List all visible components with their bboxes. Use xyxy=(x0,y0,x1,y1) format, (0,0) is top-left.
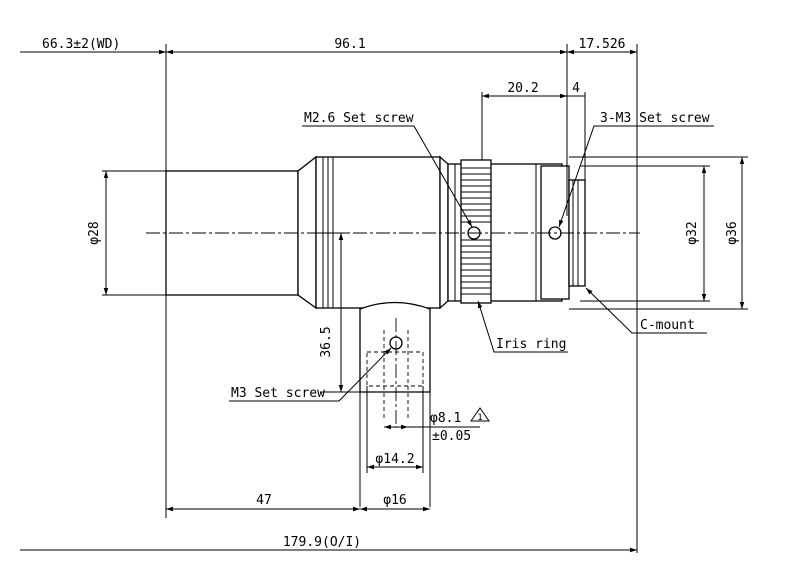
dim-4-label: 4 xyxy=(572,81,580,96)
length-96-1-label: 96.1 xyxy=(334,37,365,52)
rear-collar xyxy=(540,165,570,300)
dia-36-label: φ36 xyxy=(725,221,740,244)
dim-20-2-label: 20.2 xyxy=(507,81,538,96)
lens-body xyxy=(165,155,586,310)
total-length-label: 179.9(O/I) xyxy=(283,535,361,550)
m3-set-screw-label: M3 Set screw xyxy=(231,386,325,401)
post-hidden-bore xyxy=(366,351,424,387)
dimension-labels: 66.3±2(WD) 96.1 17.526 20.2 4 φ28 φ32 φ3… xyxy=(42,37,740,550)
dia-32-label: φ32 xyxy=(685,221,700,244)
tolerance-8-1-label: ±0.05 xyxy=(432,429,471,444)
dia-8-1-label: φ8.1 xyxy=(430,411,461,426)
center-lines xyxy=(146,232,640,428)
m26-set-screw-label: M2.6 Set screw xyxy=(304,111,414,126)
extension-lines xyxy=(102,44,748,553)
iris-ring-knurl xyxy=(461,167,491,295)
revision-triangle-icon: 1 xyxy=(470,407,490,423)
iris-ring-label: Iris ring xyxy=(496,337,566,352)
mounting-post xyxy=(359,301,431,507)
barrel-shoulder xyxy=(439,155,449,310)
height-36-5-label: 36.5 xyxy=(319,326,334,357)
callout-labels: M2.6 Set screw 3-M3 Set screw Iris ring … xyxy=(231,111,710,401)
revision-mark-label: 1 xyxy=(477,413,482,423)
dimension-lines xyxy=(20,49,745,553)
iris-ring xyxy=(460,159,492,304)
dia-14-2-label: φ14.2 xyxy=(375,452,414,467)
post-body xyxy=(359,301,431,393)
dia-16-label: φ16 xyxy=(383,493,406,508)
length-47-label: 47 xyxy=(256,493,272,508)
c-mount-label: C-mount xyxy=(640,318,695,333)
dia-28-label: φ28 xyxy=(87,221,102,244)
wd-label: 66.3±2(WD) xyxy=(42,37,120,52)
length-17-526-label: 17.526 xyxy=(579,37,626,52)
front-taper xyxy=(297,155,317,310)
m3-set-screw-3-label: 3-M3 Set screw xyxy=(600,111,710,126)
callout-leaders xyxy=(229,125,714,402)
